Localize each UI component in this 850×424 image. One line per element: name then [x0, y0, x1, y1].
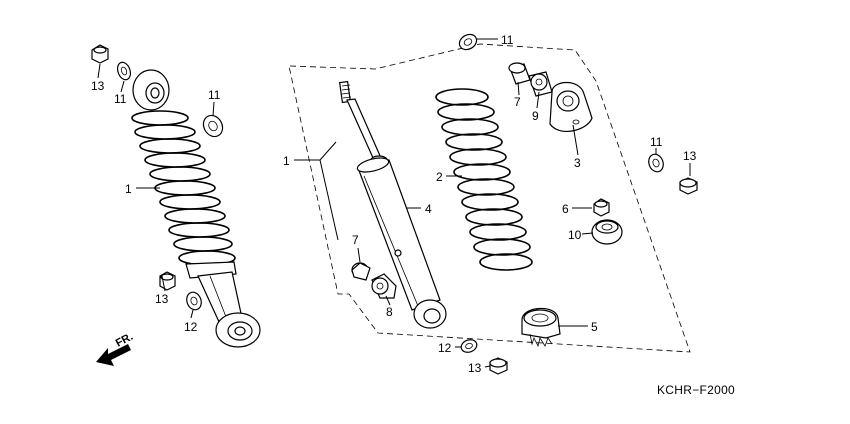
callout-8: 8 — [386, 305, 393, 319]
leader-lines — [97, 38, 691, 368]
callout-13: 13 — [91, 79, 105, 93]
callout-12: 12 — [184, 320, 198, 334]
spring-coils-left — [131, 110, 236, 266]
callout-3: 3 — [574, 156, 581, 170]
bushing-8 — [371, 273, 397, 299]
callouts: 13 11 11 1 13 12 1 4 7 8 2 11 7 9 3 11 1… — [91, 33, 697, 375]
bushing-7-lower — [351, 262, 371, 281]
callout-1: 1 — [283, 154, 290, 168]
washer-lower-left — [186, 291, 202, 311]
callout-7: 7 — [514, 95, 521, 109]
nut-6 — [593, 198, 610, 217]
callout-13: 13 — [468, 361, 482, 375]
washer-12-bottom — [460, 339, 478, 353]
rear-shock-assembly — [131, 69, 261, 348]
spring-seat-5 — [521, 307, 561, 348]
callout-10: 10 — [568, 228, 582, 242]
callout-11: 11 — [208, 88, 221, 102]
direction-label: FR. — [114, 331, 135, 350]
callout-6: 6 — [562, 202, 569, 216]
washer-11-top — [458, 33, 478, 51]
nut-lower-left — [159, 271, 176, 291]
rubber-10 — [591, 219, 623, 245]
diagram-code: KCHR−F2000 — [657, 383, 735, 397]
callout-13: 13 — [155, 292, 169, 306]
bushing-9 — [528, 71, 553, 97]
callout-1: 1 — [125, 182, 132, 196]
damper-unit — [338, 80, 447, 329]
upper-mount-3 — [549, 81, 593, 133]
bushing-7-upper — [508, 62, 531, 85]
callout-9: 9 — [532, 109, 539, 123]
washer-mid-left — [202, 114, 224, 138]
callout-2: 2 — [436, 170, 443, 184]
callout-11: 11 — [650, 135, 663, 149]
callout-13: 13 — [683, 149, 697, 163]
washer-top-left — [116, 61, 132, 81]
callout-5: 5 — [591, 320, 598, 334]
callout-11: 11 — [501, 33, 514, 47]
callout-4: 4 — [425, 202, 432, 216]
cap-nut-13-bottom — [489, 357, 508, 375]
cap-nut-13-right — [679, 177, 698, 195]
nut-top-left — [91, 44, 109, 64]
callout-12: 12 — [438, 341, 452, 355]
washer-11-right — [648, 153, 664, 173]
callout-11: 11 — [114, 92, 127, 106]
callout-7: 7 — [352, 233, 359, 247]
front-direction-arrow: FR. — [96, 331, 135, 366]
spring-separate — [435, 88, 533, 271]
